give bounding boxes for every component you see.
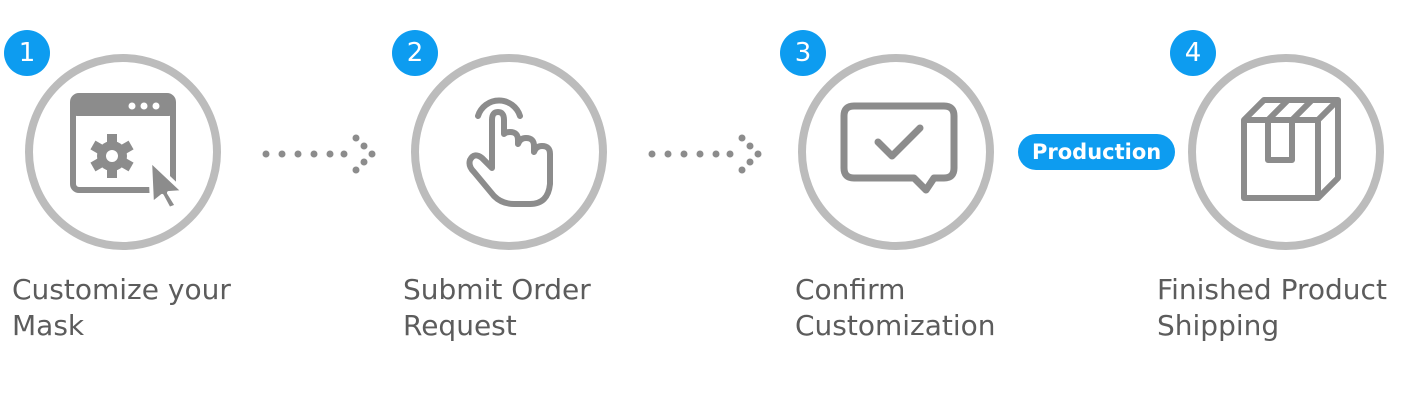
step-3-label-line2: Customization	[795, 309, 996, 342]
chat-check-icon	[840, 102, 958, 194]
step-3-label-line1: Confirm	[795, 273, 906, 306]
production-label: Production	[1018, 134, 1176, 170]
step-2-badge: 2	[392, 30, 438, 76]
tap-hand-icon	[466, 97, 553, 207]
step-4-circle	[1188, 54, 1384, 250]
step-4-badge: 4	[1170, 30, 1216, 76]
step-2-circle	[411, 54, 607, 250]
step-3-circle	[798, 54, 994, 250]
step-2-label-line2: Request	[403, 309, 517, 342]
step-4-label-line2: Shipping	[1157, 309, 1280, 342]
step-4-label-line1: Finished Product	[1157, 273, 1387, 306]
step-1-badge: 1	[4, 30, 50, 76]
step-1-circle	[25, 54, 221, 250]
step-1-label-line2: Mask	[12, 309, 85, 342]
package-box-icon	[1241, 97, 1341, 201]
step-1-label-line1: Customize your	[12, 273, 231, 306]
step-3-badge: 3	[780, 30, 826, 76]
step-2-label-line1: Submit Order	[403, 273, 591, 306]
dotted-arrow-2-3	[648, 134, 762, 174]
dotted-arrow-1-2	[262, 134, 376, 174]
browser-settings-cursor-icon	[70, 93, 186, 210]
